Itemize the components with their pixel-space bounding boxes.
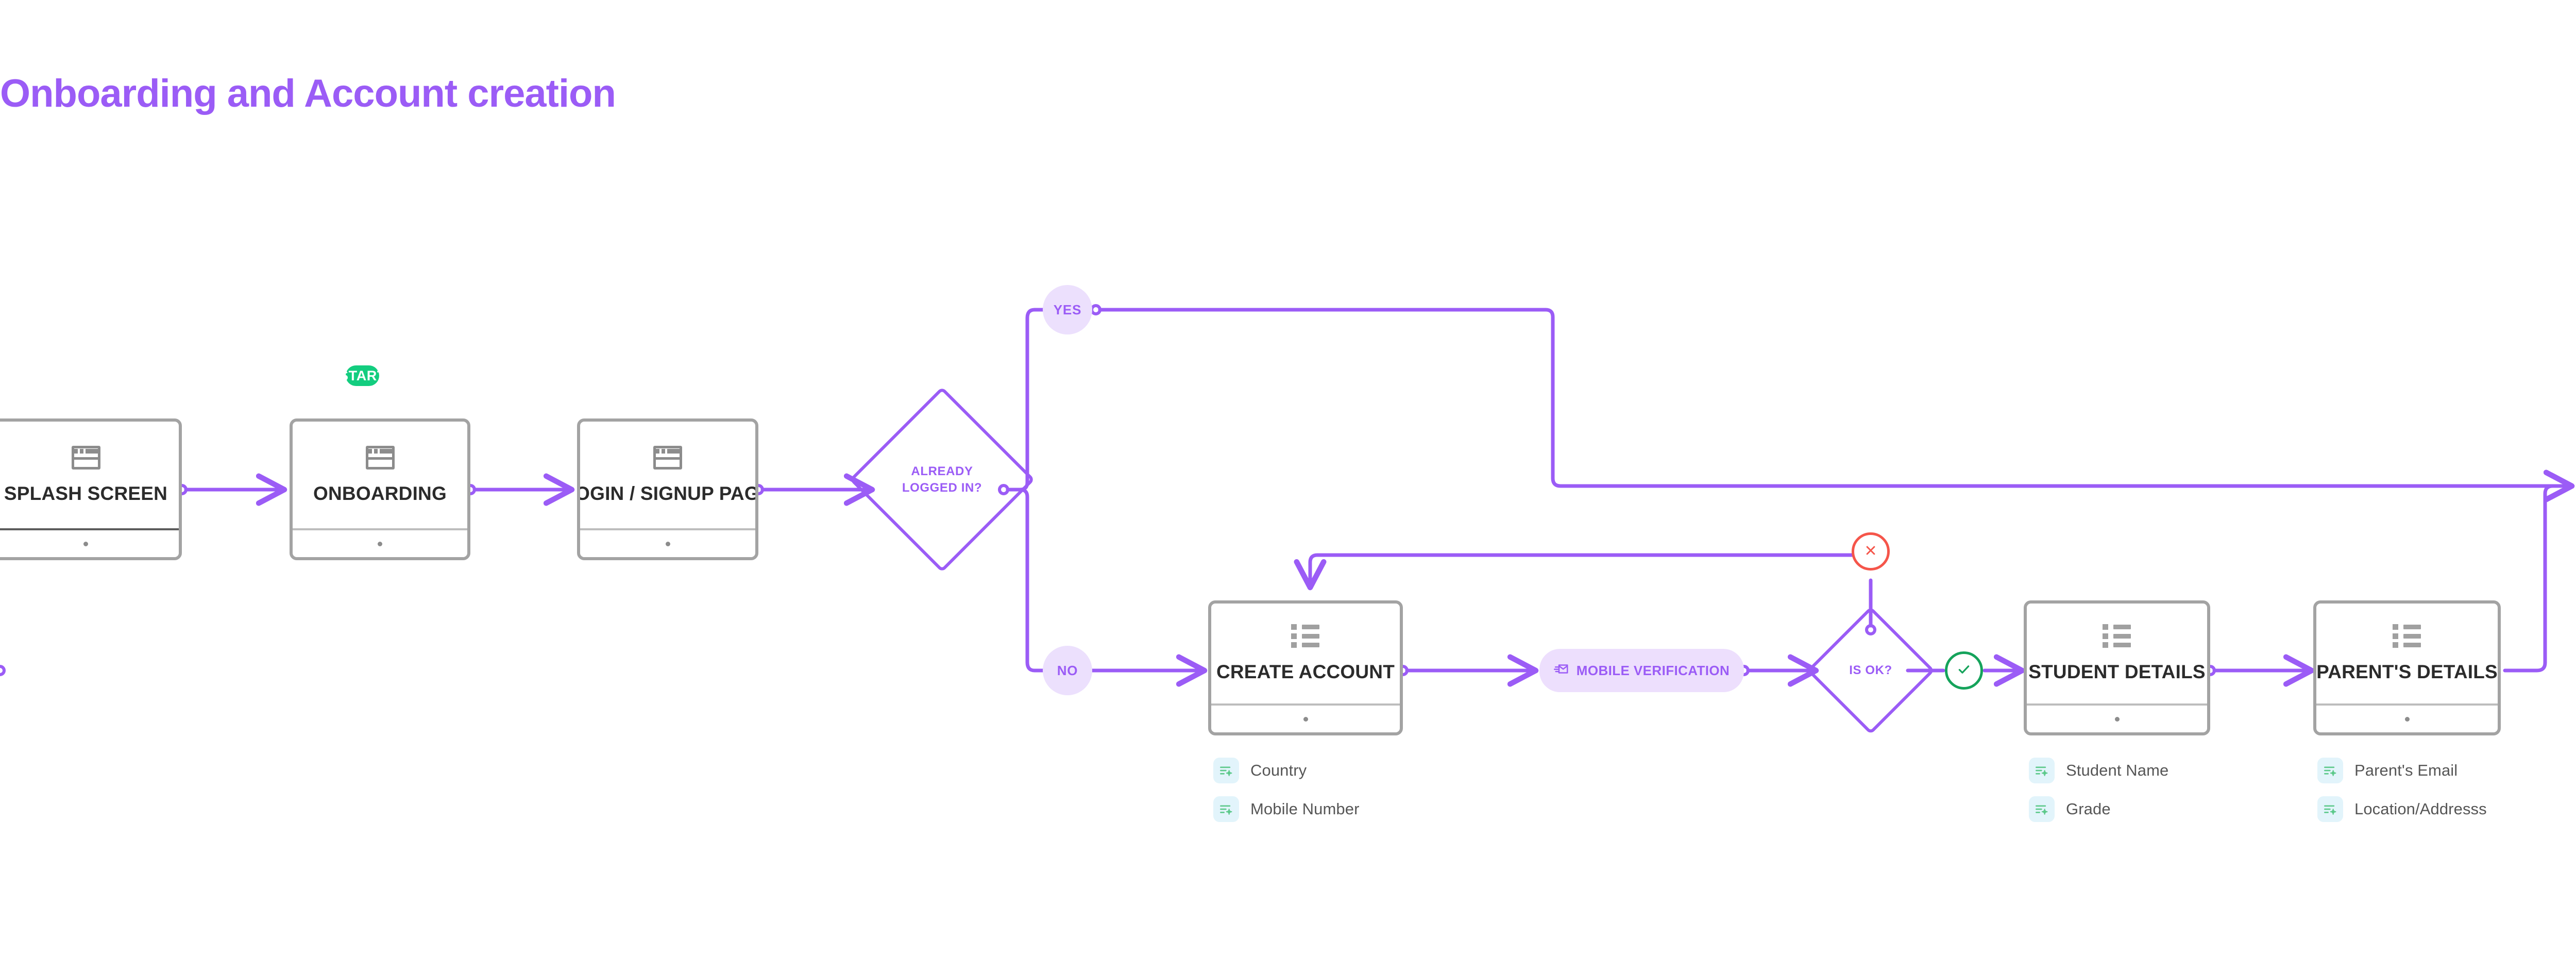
screen-label: SPLASH SCREEN (4, 482, 168, 504)
form-settings-icon (1213, 758, 1239, 783)
screen-label: LOGIN / SIGNUP PAGE (580, 482, 758, 504)
list-icon (2103, 624, 2131, 648)
screen-body: ONBOARDING (293, 422, 467, 528)
form-settings-icon (2317, 758, 2343, 783)
annotation-label: Mobile Number (1250, 800, 1360, 818)
screen-node-create-account[interactable]: CREATE ACCOUNT (1208, 600, 1403, 735)
list-icon (2393, 624, 2421, 648)
annotation-list-student-details: Student Name Grade (2029, 758, 2168, 822)
branch-label-yes-text: YES (1053, 301, 1082, 317)
action-label: MOBILE VERIFICATION (1576, 662, 1730, 678)
screen-label: ONBOARDING (313, 482, 447, 504)
annotation-row: Student Name (2029, 758, 2168, 783)
screen-node-splash-screen[interactable]: SPLASH SCREEN (0, 418, 182, 560)
decision-label: ALREADY LOGGED IN? (902, 464, 982, 495)
start-marker: START (339, 365, 385, 386)
screen-body: LOGIN / SIGNUP PAGE (580, 422, 755, 528)
annotation-label: Location/Addresss (2354, 800, 2487, 818)
annotation-row: Grade (2029, 796, 2168, 822)
annotation-label: Student Name (2066, 761, 2169, 779)
window-icon (71, 445, 100, 470)
annotation-row: Parent's Email (2317, 758, 2487, 783)
screen-node-login-signup-page[interactable]: LOGIN / SIGNUP PAGE (577, 418, 758, 560)
annotation-row: Location/Addresss (2317, 796, 2487, 822)
screen-body: SPLASH SCREEN (0, 422, 179, 528)
screen-footer (1211, 703, 1400, 732)
decision-node-already-logged-in[interactable]: ALREADY LOGGED IN? (849, 387, 1035, 573)
form-settings-icon (2317, 796, 2343, 822)
screen-body: CREATE ACCOUNT (1211, 604, 1400, 703)
window-icon (653, 445, 682, 470)
screen-footer (2027, 703, 2207, 732)
branch-label-yes: YES (1043, 285, 1092, 334)
annotation-list-parents-details: Parent's Email Location/Addresss (2317, 758, 2487, 822)
screen-label: STUDENT DETAILS (2028, 661, 2206, 682)
screen-body: STUDENT DETAILS (2027, 604, 2207, 703)
screen-footer (0, 528, 179, 557)
annotation-label: Parent's Email (2354, 761, 2458, 779)
start-marker-label: START (339, 367, 386, 383)
annotation-list-create-account: Country Mobile Number (1213, 758, 1360, 822)
close-icon (1863, 543, 1878, 561)
decision-node-is-ok[interactable]: IS OK? (1806, 606, 1935, 735)
form-settings-icon (2029, 796, 2055, 822)
screen-label: PARENT'S DETAILS (2316, 661, 2498, 682)
check-icon (1956, 661, 1972, 680)
branch-label-no-text: NO (1057, 662, 1078, 678)
screen-footer (2316, 703, 2498, 732)
status-pass-indicator (1945, 651, 1983, 690)
form-settings-icon (2029, 758, 2055, 783)
form-settings-icon (1213, 796, 1239, 822)
annotation-label: Grade (2066, 800, 2111, 818)
mail-icon (1553, 661, 1569, 680)
window-icon (365, 445, 395, 470)
action-node-mobile-verification[interactable]: MOBILE VERIFICATION (1539, 649, 1744, 692)
screen-footer (293, 528, 467, 557)
list-icon (1291, 624, 1320, 648)
annotation-label: Country (1250, 761, 1307, 779)
status-fail-indicator (1852, 532, 1890, 571)
screen-footer (580, 528, 755, 557)
screen-node-parents-details[interactable]: PARENT'S DETAILS (2313, 600, 2501, 735)
annotation-row: Country (1213, 758, 1360, 783)
screen-node-student-details[interactable]: STUDENT DETAILS (2024, 600, 2210, 735)
annotation-row: Mobile Number (1213, 796, 1360, 822)
branch-label-no: NO (1043, 646, 1092, 695)
screen-node-onboarding[interactable]: ONBOARDING (290, 418, 470, 560)
screen-label: CREATE ACCOUNT (1216, 661, 1395, 682)
screen-body: PARENT'S DETAILS (2316, 604, 2498, 703)
page-title: Onboarding and Account creation (0, 72, 616, 115)
decision-label: IS OK? (1849, 663, 1892, 678)
